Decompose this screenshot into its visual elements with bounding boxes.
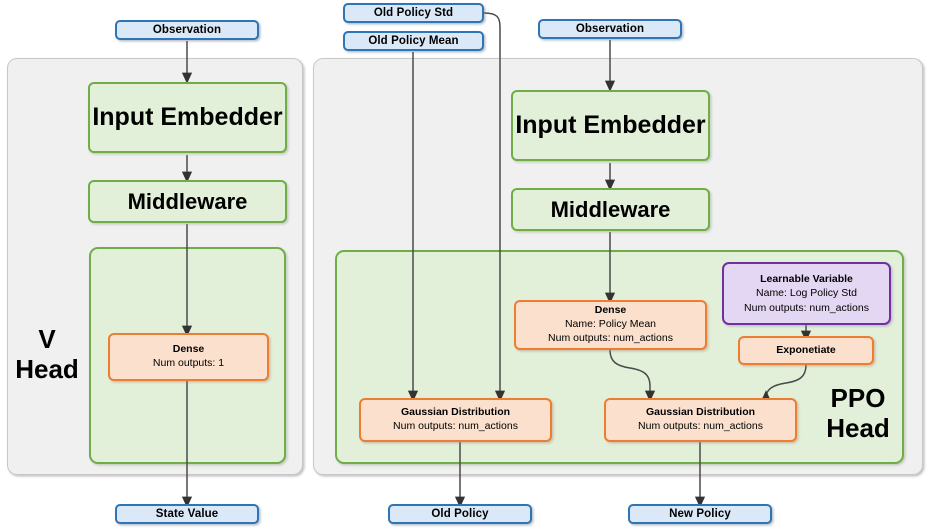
ppo-head-dense-title: Dense xyxy=(594,304,627,317)
v-head-input-embedder[interactable]: Input Embedder xyxy=(88,82,287,153)
input-old-policy-mean-label: Old Policy Mean xyxy=(368,35,459,47)
ppo-head-gaussian-distribution-old[interactable]: Gaussian Distribution Num outputs: num_a… xyxy=(359,398,552,442)
v-head-dense-num-outputs: Num outputs: 1 xyxy=(152,357,225,369)
ppo-head-gaussian-distribution-new[interactable]: Gaussian Distribution Num outputs: num_a… xyxy=(604,398,797,442)
ppo-head-exponetiate[interactable]: Exponetiate xyxy=(738,336,874,365)
output-old-policy[interactable]: Old Policy xyxy=(388,504,532,524)
gaussian-new-num-outputs: Num outputs: num_actions xyxy=(638,420,763,432)
gaussian-new-title: Gaussian Distribution xyxy=(645,406,756,419)
ppo-head-label: PPO Head xyxy=(812,383,904,444)
ppo-head-dense-name: Name: Policy Mean xyxy=(564,318,657,331)
input-observation-v-label: Observation xyxy=(152,24,222,36)
learnable-variable-name: Name: Log Policy Std xyxy=(756,287,857,300)
ppo-head-middleware[interactable]: Middleware xyxy=(511,188,710,231)
ppo-head-input-embedder-label: Input Embedder xyxy=(515,111,706,139)
learnable-variable-title: Learnable Variable xyxy=(760,273,853,286)
v-head-input-embedder-label: Input Embedder xyxy=(92,103,283,131)
ppo-head-dense-num-outputs: Num outputs: num_actions xyxy=(548,331,673,344)
v-head-middleware-label: Middleware xyxy=(127,188,248,214)
v-head-label-line2: Head xyxy=(15,353,79,384)
v-head-middleware[interactable]: Middleware xyxy=(88,180,287,223)
ppo-head-dense-policy-mean[interactable]: Dense Name: Policy Mean Num outputs: num… xyxy=(514,300,707,350)
output-old-policy-label: Old Policy xyxy=(431,508,489,520)
ppo-head-input-embedder[interactable]: Input Embedder xyxy=(511,90,710,161)
output-state-value-label: State Value xyxy=(155,508,219,520)
output-state-value[interactable]: State Value xyxy=(115,504,259,524)
v-head-label-line1: V xyxy=(38,324,56,354)
ppo-head-label-line2: Head xyxy=(826,412,890,443)
input-old-policy-std[interactable]: Old Policy Std xyxy=(343,3,484,23)
input-observation-v[interactable]: Observation xyxy=(115,20,259,40)
input-old-policy-std-label: Old Policy Std xyxy=(373,7,454,19)
input-observation-ppo-label: Observation xyxy=(575,23,645,35)
exponetiate-title: Exponetiate xyxy=(776,343,836,356)
gaussian-old-num-outputs: Num outputs: num_actions xyxy=(393,420,518,432)
learnable-variable-num-outputs: Num outputs: num_actions xyxy=(744,301,869,314)
input-observation-ppo[interactable]: Observation xyxy=(538,19,682,39)
output-new-policy[interactable]: New Policy xyxy=(628,504,772,524)
gaussian-old-title: Gaussian Distribution xyxy=(400,406,511,419)
v-head-dense[interactable]: Dense Num outputs: 1 xyxy=(108,333,269,381)
ppo-head-learnable-variable[interactable]: Learnable Variable Name: Log Policy Std … xyxy=(722,262,891,325)
ppo-head-middleware-label: Middleware xyxy=(550,196,671,222)
ppo-head-label-line1: PPO xyxy=(830,383,886,413)
output-new-policy-label: New Policy xyxy=(669,508,731,520)
input-old-policy-mean[interactable]: Old Policy Mean xyxy=(343,31,484,51)
v-head-dense-title: Dense xyxy=(172,343,205,356)
v-head-label: V Head xyxy=(12,324,82,385)
